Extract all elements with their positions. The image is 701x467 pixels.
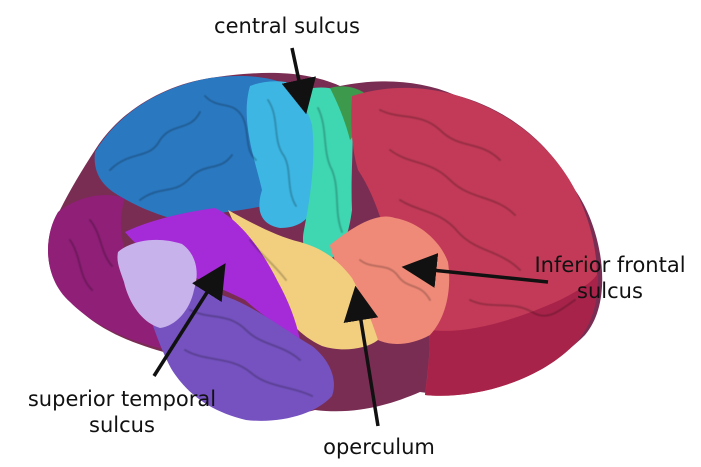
label-superior-temporal-line2: sulcus (6, 412, 238, 438)
label-central-sulcus-text: central sulcus (214, 14, 360, 38)
label-inferior-frontal-line2: sulcus (522, 278, 698, 304)
label-inferior-frontal-line1: Inferior frontal (522, 252, 698, 278)
label-operculum-text: operculum (323, 435, 435, 459)
label-operculum: operculum (310, 434, 448, 460)
label-superior-temporal-line1: superior temporal (6, 386, 238, 412)
label-central-sulcus: central sulcus (182, 13, 392, 39)
label-inferior-frontal-sulcus: Inferior frontal sulcus (522, 252, 698, 305)
label-superior-temporal-sulcus: superior temporal sulcus (6, 386, 238, 439)
